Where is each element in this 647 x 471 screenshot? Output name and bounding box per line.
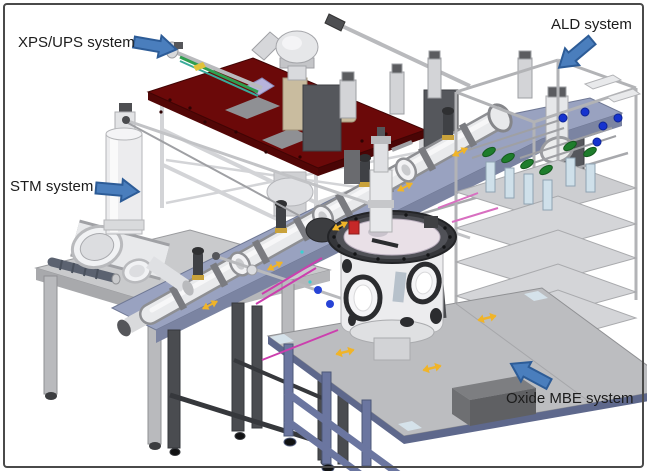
gate-valve-actuators [192,107,454,280]
mbe-chamber [255,127,499,361]
stm-chamber [70,219,194,296]
mbe-arrow-icon [509,360,553,391]
ald-bubblers [485,157,596,211]
mbe-platform-frame [283,343,401,471]
xps-arrow-icon [131,33,179,59]
equipment-box [452,376,536,426]
ald-system-label: ALD system [551,16,632,33]
mbe-side-fittings [255,192,499,361]
stm-arrow-icon [94,177,141,203]
ald-gas-manifold [467,74,642,211]
knurled-rod [47,257,121,285]
mbe-viewports [342,259,442,327]
mbe-manipulator-stack [344,127,413,233]
yellow-direction-markers [202,147,497,374]
top-transfer-rod [324,13,471,88]
ald-blue-valves [558,107,623,147]
stm-system-label: STM system [10,178,94,195]
mbe-top-flange [327,210,457,264]
oxide-mbe-system-label: Oxide MBE system [506,390,634,407]
transfer-tube-line [117,103,513,337]
mbe-platform [266,287,647,471]
xps-ups-system-label: XPS/UPS system [18,34,135,51]
ald-arrow-icon [557,34,597,69]
xps-under-table-equipment [266,171,314,217]
ald-green-valves [482,140,597,176]
